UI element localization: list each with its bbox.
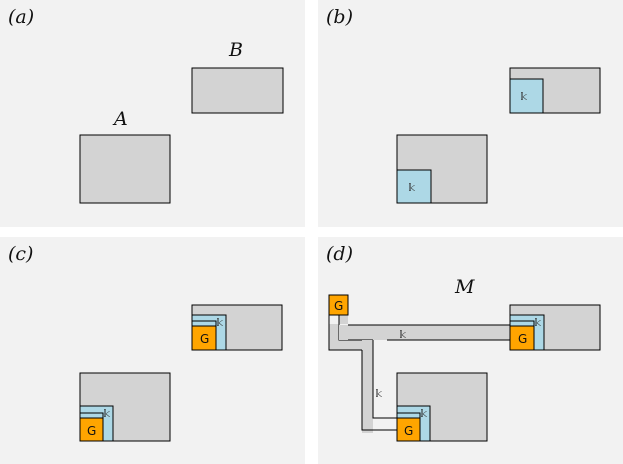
g-box-b	[509, 325, 535, 351]
g-box-b	[191, 325, 217, 351]
g-box-a	[79, 417, 104, 442]
panel-d: (d) 𝕜 𝕜 G 𝕜 G 𝕜 G M	[318, 237, 623, 464]
g-symbol-corner: G	[334, 299, 343, 313]
g-symbol-a: G	[404, 424, 413, 438]
k-symbol-a: 𝕜	[103, 407, 111, 420]
k-box-a	[396, 169, 432, 204]
g-symbol-b: G	[518, 332, 527, 346]
panel-c: (c) 𝕜 G 𝕜 G	[0, 237, 305, 464]
m-strip-horizontal	[339, 325, 511, 340]
m-label: M	[454, 276, 475, 298]
k-symbol-horizontal: 𝕜	[399, 328, 407, 341]
panel-b: (b) 𝕜 𝕜	[318, 0, 623, 227]
panel-c-diagram: 𝕜 G 𝕜 G	[79, 304, 283, 442]
panel-b-label: (b)	[326, 6, 353, 28]
m-strip-vertical-outline	[361, 340, 398, 431]
k-symbol-a: 𝕜	[408, 181, 416, 194]
panel-a-diagram: A B	[79, 39, 284, 204]
g-box-a	[396, 417, 421, 442]
panel-d-label: (d)	[326, 243, 353, 265]
g-symbol-b: G	[200, 332, 209, 346]
rect-b	[191, 67, 284, 114]
g-box-corner	[328, 294, 349, 316]
k-symbol-a: 𝕜	[420, 407, 428, 420]
panel-c-label: (c)	[8, 243, 34, 265]
m-strip-vertical	[362, 340, 373, 433]
panel-b-diagram: 𝕜 𝕜	[396, 67, 601, 204]
g-symbol-a: G	[87, 424, 96, 438]
k-symbol-b: 𝕜	[520, 90, 528, 103]
rect-b-label: B	[228, 39, 243, 61]
panel-a: (a) A B	[0, 0, 305, 227]
panel-a-label: (a)	[8, 6, 35, 28]
k-symbol-b: 𝕜	[534, 316, 542, 329]
k-box-b	[509, 78, 544, 114]
k-symbol-vertical: 𝕜	[375, 387, 383, 400]
panel-d-diagram: 𝕜 𝕜 G 𝕜 G 𝕜 G M	[328, 276, 601, 442]
rect-a-label: A	[112, 108, 128, 130]
rect-a	[79, 134, 171, 204]
k-symbol-b: 𝕜	[216, 316, 224, 329]
